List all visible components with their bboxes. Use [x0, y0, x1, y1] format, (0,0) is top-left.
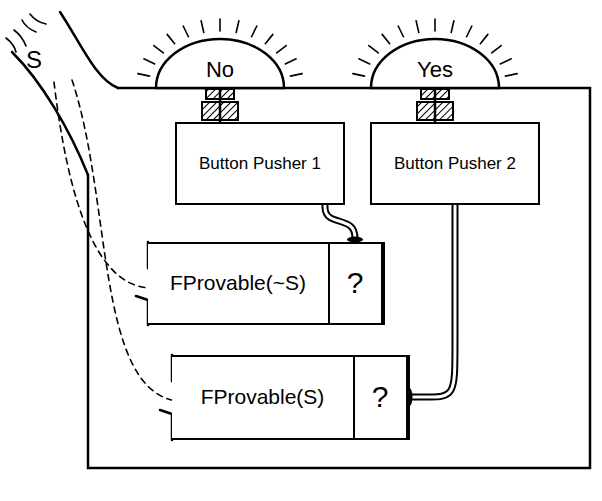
light-ray [154, 46, 163, 53]
light-ray [138, 74, 150, 76]
plunger-link [220, 88, 221, 122]
connector-line [434, 88, 437, 122]
light-ray [201, 21, 204, 33]
light-ray [252, 26, 257, 37]
light-ray [398, 26, 403, 37]
light-ray [183, 26, 188, 37]
machine-housing [88, 88, 590, 468]
dome-outline [156, 39, 284, 88]
tube-connector [407, 205, 456, 406]
light-ray [285, 59, 296, 64]
dome-outline [371, 39, 499, 88]
signal-label: S [26, 46, 42, 74]
plunger-link [435, 88, 436, 122]
light-ray [451, 21, 454, 33]
node-text: ? [372, 380, 389, 415]
light-ray [492, 46, 501, 53]
light-ray [219, 19, 221, 31]
light-ray [290, 74, 302, 76]
predicate-box: FProvable(S)? [172, 355, 410, 440]
process-box: Button Pusher 1 [175, 122, 345, 205]
output-box: ? [328, 242, 383, 325]
node-text: Button Pusher 1 [199, 154, 321, 174]
indicator-light: No [155, 38, 285, 88]
connector-line [325, 205, 355, 242]
output-box: ? [353, 355, 408, 440]
light-ray [434, 19, 436, 31]
node-text: No [206, 57, 234, 82]
process-box: Button Pusher 2 [370, 122, 540, 205]
connector-line [219, 88, 222, 122]
light-ray [359, 59, 370, 64]
indicator-light: Yes [370, 38, 500, 88]
light-ray [382, 34, 390, 43]
input-pipe [12, 52, 88, 175]
node-text: FProvable(S) [201, 385, 325, 409]
predicate-box: FProvable(~S)? [148, 242, 385, 325]
node-text: Yes [417, 57, 453, 82]
light-ray [480, 34, 488, 43]
light-ray [167, 34, 175, 43]
light-ray [416, 21, 419, 33]
light-ray [369, 46, 378, 53]
light-ray [265, 34, 273, 43]
light-ray [144, 59, 155, 64]
input-path [54, 82, 150, 288]
button-plungers [202, 89, 453, 120]
light-ray [467, 26, 472, 37]
node-text: FProvable(~S) [170, 271, 306, 295]
light-ray [277, 46, 286, 53]
connector-core [408, 205, 456, 397]
tube-connector [325, 205, 363, 243]
light-ray [500, 59, 511, 64]
light-ray [505, 74, 517, 76]
input-pipe [60, 12, 118, 88]
light-ray [236, 21, 239, 33]
light-ray [353, 74, 365, 76]
connector-core [325, 205, 355, 242]
input-path [72, 80, 176, 401]
node-text: Button Pusher 2 [394, 154, 516, 174]
connector-line [408, 205, 456, 397]
node-text: ? [347, 266, 364, 301]
